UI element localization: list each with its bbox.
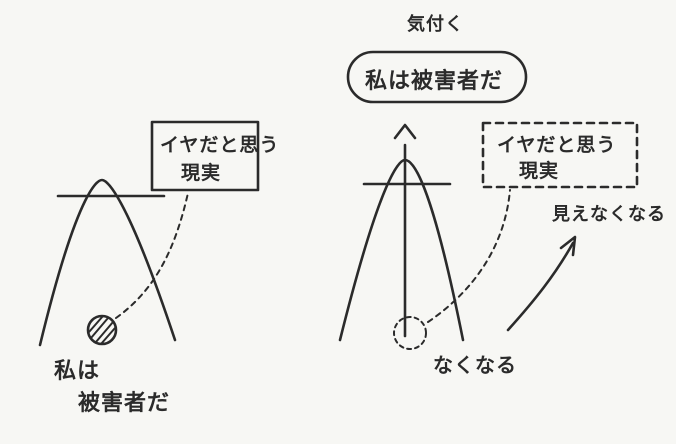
- right-dashed-link: [427, 189, 511, 323]
- right-oval: [346, 50, 528, 104]
- right-reality-dashed-box: [481, 121, 639, 189]
- right-invisible-label: 見えなくなる: [552, 204, 666, 225]
- left-hatched-circle: [86, 314, 118, 346]
- left-self-label-line1: 私は: [54, 359, 101, 384]
- right-dashed-circle: [393, 316, 427, 350]
- left-box-text-line2: 現実: [181, 162, 222, 184]
- left-hatch-lines: [88, 315, 116, 345]
- left-dashed-link: [115, 192, 189, 319]
- right-curved-arrow: [506, 241, 575, 332]
- right-arrow-up-head: [393, 123, 417, 140]
- right-box-text-line1: イヤだと思う: [497, 134, 617, 156]
- right-curved-arrow-head: [559, 235, 577, 257]
- right-box-text-line2: 現実: [519, 160, 560, 182]
- left-box-text-line1: イヤだと思う: [160, 134, 280, 156]
- right-disappear-label: なくなる: [433, 353, 517, 377]
- left-reality-box: [150, 120, 260, 192]
- right-realize-label: 気付く: [407, 14, 464, 35]
- left-bell-curve: [38, 178, 177, 347]
- right-bell-curve: [338, 158, 465, 342]
- right-oval-text: 私は被害者だ: [365, 69, 504, 94]
- left-self-label-line2: 被害者だ: [78, 391, 171, 416]
